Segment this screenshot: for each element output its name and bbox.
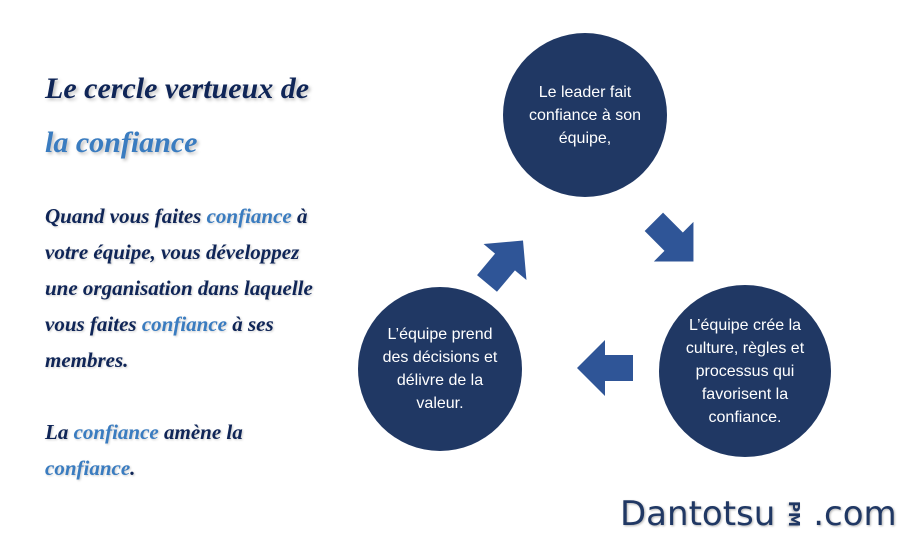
logo-pm: PM: [785, 501, 804, 527]
logo-suffix: .com: [813, 494, 897, 534]
cycle-step-top: Le leader fait confiance à son équipe,: [503, 33, 667, 197]
highlight-word: confiance: [206, 204, 292, 228]
text-segment: amène la: [158, 420, 243, 444]
arrow-up-right-icon: [477, 240, 527, 292]
text-segment: .: [130, 456, 136, 480]
text-segment: Quand vous faites: [45, 204, 207, 228]
title-line-2: la confiance: [45, 126, 198, 159]
cycle-step-left: L’équipe prend des décisions et délivre …: [358, 287, 522, 451]
title-line-1: Le cercle vertueux de: [45, 72, 310, 105]
highlight-word: confiance: [45, 456, 131, 480]
highlight-word: confiance: [141, 312, 227, 336]
dantotsu-logo: Dantotsu PM .com: [620, 494, 897, 534]
arrow-left-icon: [577, 340, 633, 396]
slide-body: Quand vous faites confiance à votre équi…: [45, 198, 335, 522]
arrow-down-right-icon: [644, 212, 694, 262]
text-segment: La: [45, 420, 74, 444]
paragraph-1: Quand vous faites confiance à votre équi…: [45, 198, 335, 378]
text-segment: à votre équipe, vous développez une orga…: [45, 204, 313, 336]
highlight-word: confiance: [73, 420, 159, 444]
logo-name: Dantotsu: [620, 494, 776, 534]
slide-title: Le cercle vertueux de la confiance: [45, 62, 345, 170]
text-segment: à ses membres.: [45, 312, 274, 372]
cycle-step-right: L’équipe crée la culture, règles et proc…: [659, 285, 831, 457]
paragraph-2: La confiance amène la confiance.: [45, 414, 335, 486]
